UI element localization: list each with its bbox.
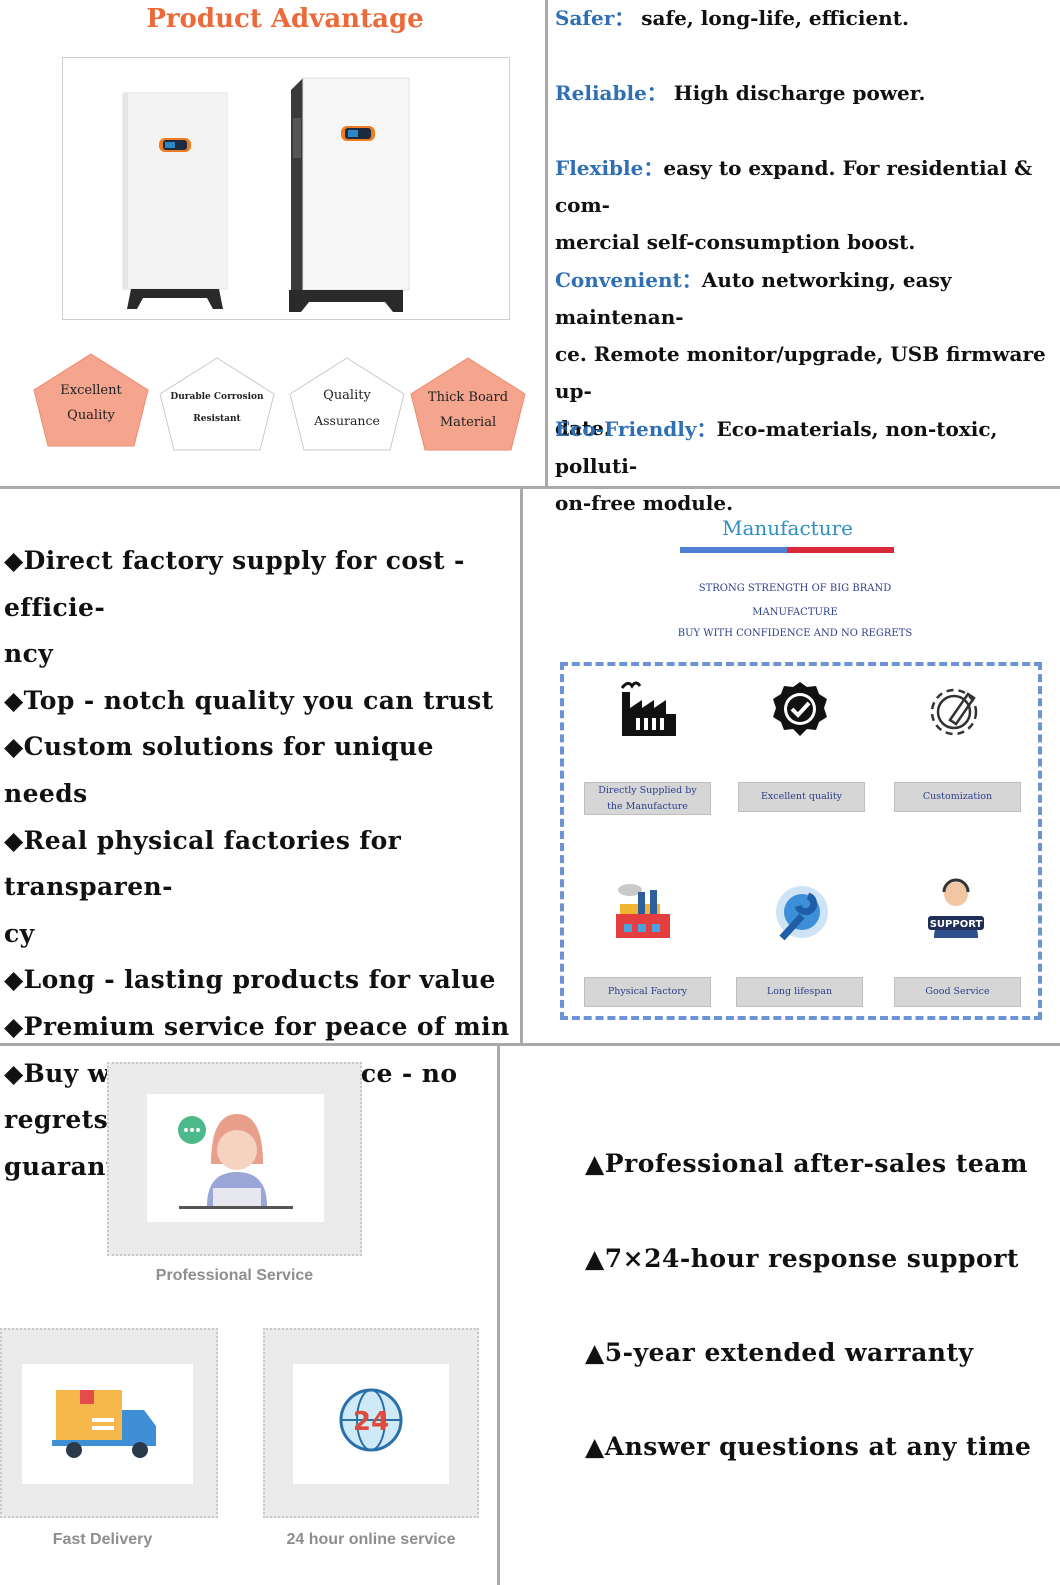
feature-text: Auto networking, easy maintenan- [555,268,952,329]
feature-key: Flexible： [555,156,664,180]
service-point: ▲Answer questions at any time [585,1432,1032,1461]
label-long-lifespan: Long lifespan [736,977,863,1007]
online-service-caption: 24 hour online service [286,1531,456,1548]
badge-line2: Quality [67,408,115,423]
quality-check-icon [773,682,827,736]
label-text: Directly Supplied by [598,784,697,796]
support-badge-text: SUPPORT [930,919,983,930]
badge-thick-board-material: Thick Board Material [407,356,529,452]
feature-key: Convenient： [555,268,702,292]
badge-quality-assurance: Quality Assurance [286,356,408,452]
feature-key: Safer： [555,6,635,30]
label-directly-supplied: Directly Supplied by the Manufacture [584,782,711,815]
bullet-line: ncy [4,639,54,669]
title-underline-blue [680,547,787,553]
bullet-line: ◆Real physical factories for transparen- [4,825,402,902]
battery-cabinets-image [122,77,410,312]
divider [0,1043,1060,1046]
badge-line2: Material [439,415,497,430]
badge-line1: Excellent [60,383,122,398]
service-point: ▲Professional after-sales team [585,1149,1028,1178]
badge-excellent-quality: Excellent Quality [30,352,152,448]
manufacture-title: Manufacture [721,516,853,540]
bullet-line: ◆Direct factory supply for cost - effici… [4,546,465,622]
colored-factory-icon [616,884,670,938]
globe-24-badge: 24 [353,1407,389,1437]
factory-icon [620,681,676,736]
divider [497,1046,500,1585]
feature-text: on-free module. [555,491,734,515]
feature-key: Reliable： [555,81,667,105]
divider [545,0,548,489]
globe-24-icon: 24 [339,1388,403,1452]
badge-durable-corrosion-resistant: Durable Corrosion Resistant [156,356,278,452]
manufacture-subtitle: BUY WITH CONFIDENCE AND NO REGRETS [677,628,913,639]
feature-eco-friendly: Eco-Friendly：Eco-materials, non-toxic, p… [555,411,1055,522]
feature-text: safe, long-life, efficient. [641,6,909,30]
gear-pencil-icon [930,688,978,736]
online-service-card: 24 [263,1328,479,1518]
badge-line1: Durable Corrosion [170,392,264,402]
title-underline-red [787,547,894,553]
bullet-line: ◆Custom solutions for unique needs [4,732,434,808]
feature-text: mercial self-consumption boost. [555,230,916,254]
feature-text: easy to expand. For residential & com- [555,156,1033,217]
product-advantage-title: Product Advantage [146,4,424,34]
manufacture-subtitle: MANUFACTURE [752,607,838,618]
divider [520,489,523,1044]
feature-convenient: Convenient：Auto networking, easy mainten… [555,262,1055,447]
manufacture-subtitle: STRONG STRENGTH OF BIG BRAND [698,583,892,594]
label-excellent-quality: Excellent quality [738,782,865,812]
bullet-line: ◆Premium service for peace of min [4,1011,510,1041]
feature-text: High discharge power. [673,81,926,105]
manufacture-features-box [560,662,1042,1020]
service-point: ▲5-year extended warranty [585,1338,974,1367]
delivery-truck-icon [52,1390,156,1458]
divider [0,486,1060,489]
wrench-gear-icon [776,886,828,941]
label-customization: Customization [894,782,1021,812]
bullet-line: ◆Long - lasting products for value [4,965,496,995]
label-text: the Manufacture [607,800,688,812]
label-physical-factory: Physical Factory [584,977,711,1007]
professional-service-card [107,1062,362,1256]
feature-key: Eco-Friendly： [555,417,717,441]
feature-safer: Safer： safe, long-life, efficient. [555,0,1055,37]
feature-text: date. [555,416,611,440]
support-agent-icon: SUPPORT [928,878,984,938]
feature-text: ce. Remote monitor/upgrade, USB firmware… [555,342,1046,403]
professional-service-caption: Professional Service [155,1267,314,1284]
advantage-bullet-list: ◆Direct factory supply for cost - effici… [4,538,524,1190]
badge-line1: Thick Board [427,390,509,405]
badge-line2: Assurance [314,413,380,428]
fast-delivery-card [0,1328,218,1518]
battery-product-photo [62,57,510,320]
badge-line1: Quality [323,388,371,403]
fast-delivery-caption: Fast Delivery [52,1531,153,1548]
badge-line2: Resistant [193,414,241,424]
support-woman-icon [178,1114,293,1209]
bullet-line: cy [4,918,35,948]
label-good-service: Good Service [894,977,1021,1007]
service-point: ▲7×24-hour response support [585,1244,1019,1273]
feature-text: Eco-materials, non-toxic, polluti- [555,417,998,478]
feature-flexible: Flexible：easy to expand. For residential… [555,150,1055,261]
bullet-line: ◆Top - notch quality you can trust [4,685,494,715]
feature-reliable: Reliable： High discharge power. [555,75,1055,112]
